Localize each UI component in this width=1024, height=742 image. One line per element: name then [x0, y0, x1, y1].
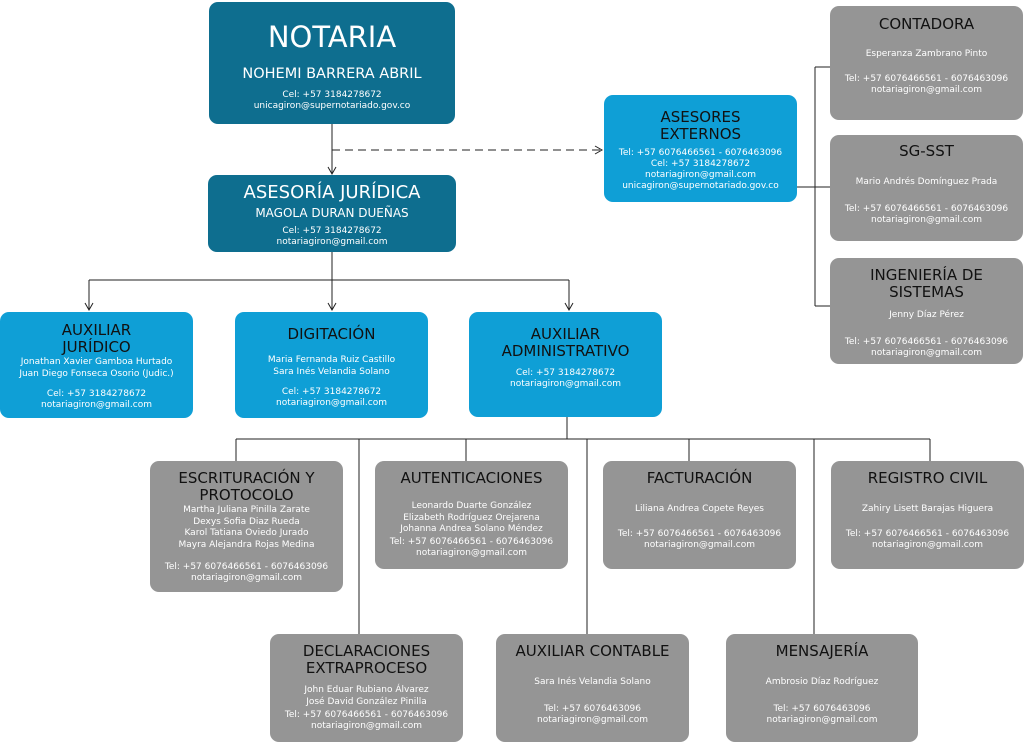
- asesoria-phone: Cel: +57 3184278672: [282, 226, 382, 236]
- auxiliar-administrativo-box[interactable]: AUXILIAR ADMINISTRATIVO Cel: +57 3184278…: [469, 312, 662, 417]
- escrituracion-tel: Tel: +57 6076466561 - 6076463096: [164, 562, 329, 572]
- contable-name: Sara Inés Velandia Solano: [534, 677, 651, 687]
- digitacion-name-1: Maria Fernanda Ruiz Castillo: [267, 355, 396, 365]
- auxiliar-juridico-box[interactable]: AUXILIAR JURÍDICO Jonathan Xavier Gamboa…: [0, 312, 193, 418]
- escrituracion-name-2: Dexys Sofia Diaz Rueda: [193, 516, 300, 527]
- aux-admin-email: notariagiron@gmail.com: [510, 379, 621, 389]
- facturacion-box[interactable]: FACTURACIÓN Liliana Andrea Copete Reyes …: [603, 461, 796, 569]
- asesores-title-1: ASESORES: [660, 108, 741, 126]
- ingenieria-email: notariagiron@gmail.com: [871, 347, 982, 358]
- autenticaciones-box[interactable]: AUTENTICACIONES Leonardo Duarte González…: [375, 461, 568, 569]
- mensajeria-name: Ambrosio Díaz Rodríguez: [765, 677, 879, 687]
- mensajeria-title: MENSAJERÍA: [775, 642, 869, 660]
- declaraciones-name-1: John Eduar Rubiano Álvarez: [304, 685, 429, 695]
- auxiliar-contable-box[interactable]: AUXILIAR CONTABLE Sara Inés Velandia Sol…: [496, 634, 689, 742]
- contadora-box[interactable]: CONTADORA Esperanza Zambrano Pinto Tel: …: [830, 6, 1023, 120]
- sgsst-box[interactable]: SG-SST Mario Andrés Domínguez Prada Tel:…: [830, 135, 1023, 241]
- contable-tel: Tel: +57 6076463096: [543, 703, 641, 714]
- asesores-externos-box[interactable]: ASESORES EXTERNOS Tel: +57 6076466561 - …: [604, 95, 797, 202]
- ingenieria-name: Jenny Díaz Pérez: [889, 310, 964, 320]
- notaria-title: NOTARIA: [267, 20, 397, 54]
- declaraciones-name-2: José David González Pinilla: [306, 696, 427, 707]
- facturacion-tel: Tel: +57 6076466561 - 6076463096: [617, 528, 782, 539]
- sgsst-title: SG-SST: [899, 142, 954, 160]
- sgsst-email: notariagiron@gmail.com: [871, 214, 982, 225]
- registro-title: REGISTRO CIVIL: [867, 469, 988, 487]
- escrituracion-title-1: ESCRITURACIÓN Y: [178, 469, 315, 487]
- notaria-phone: Cel: +57 3184278672: [282, 90, 382, 100]
- asesores-email-1: notariagiron@gmail.com: [645, 170, 756, 180]
- aux-juridico-name-2: Juan Diego Fonseca Osorio (Judic.): [19, 368, 174, 379]
- contable-email: notariagiron@gmail.com: [537, 714, 648, 725]
- autenticaciones-email: notariagiron@gmail.com: [416, 547, 527, 558]
- asesoria-juridica-box[interactable]: ASESORÍA JURÍDICA MAGOLA DURAN DUEÑAS Ce…: [208, 175, 456, 252]
- autenticaciones-tel: Tel: +57 6076466561 - 6076463096: [389, 536, 554, 547]
- asesores-email-2: unicagiron@supernotariado.gov.co: [622, 181, 779, 191]
- autenticaciones-title: AUTENTICACIONES: [400, 469, 543, 487]
- autenticaciones-name-3: Johanna Andrea Solano Méndez: [400, 524, 543, 534]
- escrituracion-name-4: Mayra Alejandra Rojas Medina: [178, 539, 315, 550]
- escrituracion-email: notariagiron@gmail.com: [191, 573, 302, 583]
- asesoria-email: notariagiron@gmail.com: [276, 237, 388, 247]
- ingenieria-tel: Tel: +57 6076466561 - 6076463096: [844, 336, 1009, 347]
- facturacion-email: notariagiron@gmail.com: [644, 539, 755, 550]
- escrituracion-box[interactable]: ESCRITURACIÓN Y PROTOCOLO Martha Juliana…: [150, 461, 343, 592]
- notaria-box[interactable]: NOTARIA NOHEMI BARRERA ABRIL Cel: +57 31…: [209, 2, 455, 124]
- declaraciones-tel: Tel: +57 6076466561 - 6076463096: [284, 710, 449, 720]
- autenticaciones-name-2: Elizabeth Rodríguez Orejarena: [403, 512, 540, 523]
- declaraciones-box[interactable]: DECLARACIONES EXTRAPROCESO John Eduar Ru…: [270, 634, 463, 742]
- contadora-title: CONTADORA: [878, 15, 975, 33]
- asesores-tel: Tel: +57 6076466561 - 6076463096: [618, 148, 783, 158]
- registro-email: notariagiron@gmail.com: [872, 539, 983, 550]
- registro-tel: Tel: +57 6076466561 - 6076463096: [845, 528, 1010, 539]
- sgsst-name: Mario Andrés Domínguez Prada: [855, 177, 998, 187]
- digitacion-email: notariagiron@gmail.com: [276, 398, 387, 408]
- mensajeria-tel: Tel: +57 6076463096: [773, 703, 871, 714]
- aux-admin-title-1: AUXILIAR: [530, 325, 601, 343]
- escrituracion-title-2: PROTOCOLO: [199, 486, 294, 504]
- digitacion-phone: Cel: +57 3184278672: [281, 387, 382, 397]
- declaraciones-title-2: EXTRAPROCESO: [305, 659, 428, 677]
- notaria-email: unicagiron@supernotariado.gov.co: [253, 101, 411, 111]
- digitacion-title: DIGITACIÓN: [287, 325, 376, 343]
- aux-juridico-title-2: JURÍDICO: [62, 338, 131, 356]
- contadora-email: notariagiron@gmail.com: [871, 84, 982, 95]
- aux-admin-title-2: ADMINISTRATIVO: [501, 342, 630, 360]
- asesoria-title: ASESORÍA JURÍDICA: [243, 182, 421, 203]
- sgsst-tel: Tel: +57 6076466561 - 6076463096: [844, 203, 1009, 214]
- asesoria-name: MAGOLA DURAN DUEÑAS: [255, 206, 409, 220]
- declaraciones-email: notariagiron@gmail.com: [311, 721, 422, 731]
- facturacion-name: Liliana Andrea Copete Reyes: [634, 504, 764, 514]
- digitacion-name-2: Sara Inés Velandia Solano: [273, 366, 390, 377]
- escrituracion-name-1: Martha Juliana Pinilla Zarate: [183, 505, 310, 515]
- mensajeria-box[interactable]: MENSAJERÍA Ambrosio Díaz Rodríguez Tel: …: [726, 634, 918, 742]
- contable-title: AUXILIAR CONTABLE: [515, 642, 670, 660]
- ingenieria-title-1: INGENIERÍA DE: [870, 266, 983, 284]
- aux-juridico-title-1: AUXILIAR: [61, 321, 132, 339]
- facturacion-title: FACTURACIÓN: [646, 469, 753, 487]
- ingenieria-box[interactable]: INGENIERÍA DE SISTEMAS Jenny Díaz Pérez …: [830, 258, 1023, 364]
- aux-juridico-name-1: Jonathan Xavier Gamboa Hurtado: [20, 357, 173, 367]
- autenticaciones-name-1: Leonardo Duarte González: [411, 501, 532, 511]
- ingenieria-title-2: SISTEMAS: [889, 283, 964, 301]
- declaraciones-title-1: DECLARACIONES: [302, 642, 431, 660]
- notaria-name: NOHEMI BARRERA ABRIL: [242, 66, 422, 82]
- aux-admin-phone: Cel: +57 3184278672: [515, 368, 616, 378]
- mensajeria-email: notariagiron@gmail.com: [766, 714, 878, 725]
- asesores-title-2: EXTERNOS: [659, 125, 742, 143]
- aux-juridico-phone: Cel: +57 3184278672: [46, 389, 147, 399]
- digitacion-box[interactable]: DIGITACIÓN Maria Fernanda Ruiz Castillo …: [235, 312, 428, 418]
- registro-name: Zahiry Lisett Barajas Higuera: [861, 504, 994, 514]
- escrituracion-name-3: Karol Tatiana Oviedo Jurado: [184, 528, 309, 538]
- contadora-name: Esperanza Zambrano Pinto: [865, 49, 988, 59]
- asesores-phone: Cel: +57 3184278672: [650, 159, 751, 169]
- aux-juridico-email: notariagiron@gmail.com: [41, 400, 152, 410]
- registro-civil-box[interactable]: REGISTRO CIVIL Zahiry Lisett Barajas Hig…: [831, 461, 1024, 569]
- contadora-tel: Tel: +57 6076466561 - 6076463096: [844, 73, 1009, 84]
